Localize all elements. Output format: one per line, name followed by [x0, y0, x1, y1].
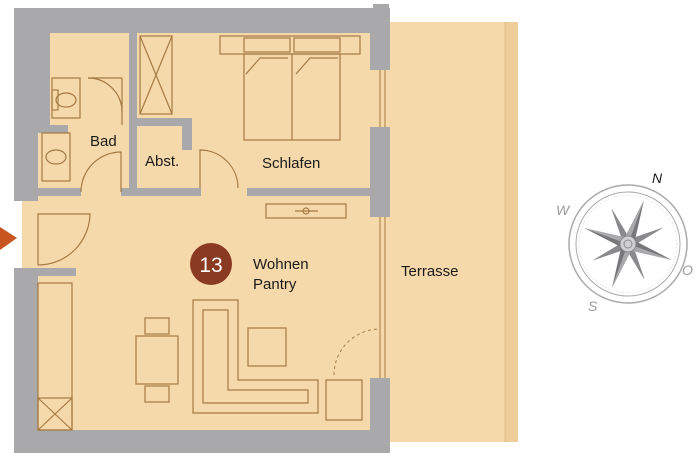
coffee-table	[247, 327, 287, 367]
compass-north-label: N	[652, 170, 663, 186]
unit-badge	[190, 243, 232, 285]
washbasin	[41, 132, 71, 182]
armchair	[325, 379, 363, 421]
entry-arrow-icon	[0, 227, 17, 250]
compass-south-label: S	[588, 298, 598, 314]
compass-west-label: W	[556, 202, 571, 218]
bed	[219, 35, 361, 141]
dining-table	[135, 317, 179, 403]
room-label-bad: Bad	[90, 133, 117, 150]
unit-number: 13	[199, 254, 222, 277]
compass: N W S O	[556, 170, 693, 314]
room-label-abst: Abst.	[145, 153, 179, 170]
sofa	[192, 299, 319, 414]
interior-walls	[38, 33, 370, 276]
compass-east-label: O	[682, 262, 693, 278]
sideboard	[265, 203, 347, 219]
compass-north-point	[628, 199, 645, 247]
windows	[379, 70, 386, 378]
bath-door	[80, 151, 122, 193]
room-label-terrasse: Terrasse	[401, 263, 459, 280]
apartment-floor	[22, 14, 390, 446]
room-label-wohnen: Wohnen	[253, 256, 309, 273]
terrace	[390, 22, 518, 442]
room-label-pantry: Pantry	[253, 276, 297, 293]
abst-door	[199, 149, 239, 189]
terrace-door	[333, 328, 381, 376]
outer-walls	[14, 4, 390, 453]
pantry-counter	[37, 282, 73, 431]
entry-door	[37, 213, 91, 266]
room-label-schlafen: Schlafen	[262, 155, 320, 172]
toilet-bowl	[55, 92, 77, 108]
bath-fixtures	[41, 77, 123, 182]
wardrobe	[139, 35, 173, 115]
